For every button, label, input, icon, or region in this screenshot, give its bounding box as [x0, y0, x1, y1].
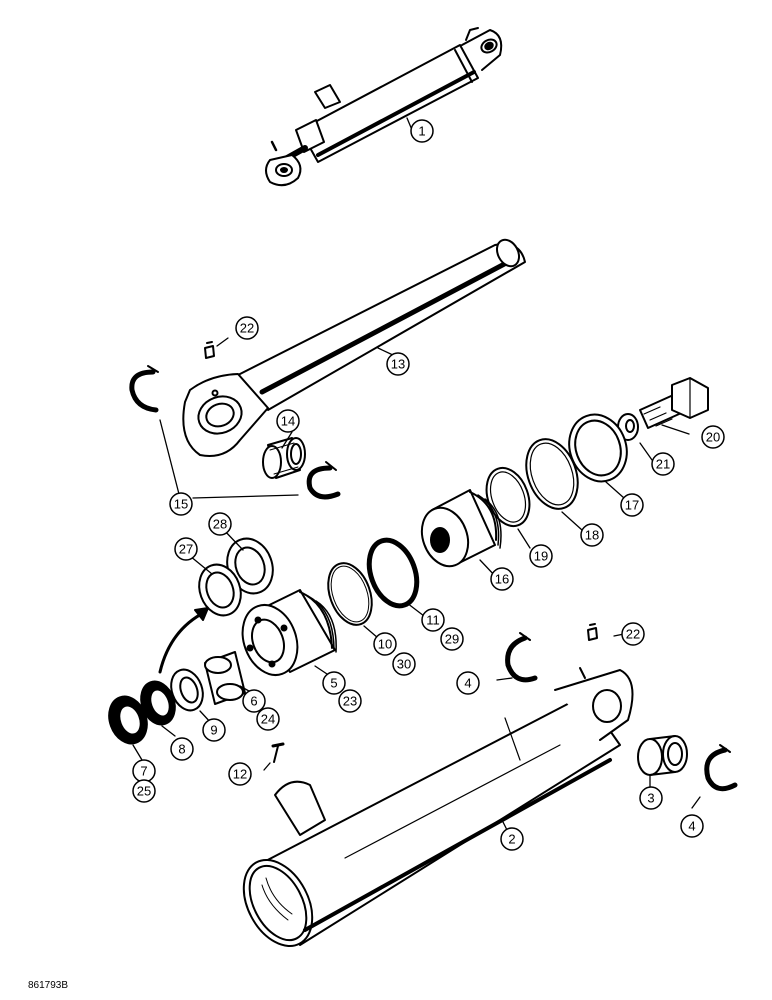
callout-circle-4b — [680, 814, 704, 838]
grease-fitting-upper — [204, 341, 215, 359]
callout-circle-28 — [208, 512, 232, 536]
callout-1: 1 — [418, 124, 425, 139]
callout-29: 29 — [445, 632, 459, 647]
callout-24: 24 — [261, 712, 275, 727]
ring-10 — [327, 562, 373, 626]
piston-rod-drawing — [182, 238, 526, 457]
seal-28 — [226, 537, 274, 595]
callout-22a: 22 — [240, 321, 254, 336]
callout-circle-27 — [174, 537, 198, 561]
figure-reference: 861793B — [28, 980, 68, 991]
bolt-drawing — [639, 377, 709, 429]
snap-ring-upper-left — [129, 365, 159, 413]
callout-18: 18 — [585, 528, 599, 543]
callout-circle-22b — [621, 622, 645, 646]
callout-circle-23 — [338, 689, 362, 713]
snap-ring-4-mid — [505, 632, 538, 683]
callout-27: 27 — [179, 542, 193, 557]
screw-12 — [271, 742, 285, 763]
bushing-6 — [204, 651, 246, 705]
callout-circle-25 — [132, 779, 156, 803]
ring-18 — [525, 438, 579, 510]
callout-circle-22a — [235, 316, 259, 340]
callout-14: 14 — [281, 414, 295, 429]
callout-circle-19 — [529, 544, 553, 568]
bushing-drawing — [262, 437, 306, 479]
callout-circle-24 — [256, 707, 280, 731]
callout-circle-12 — [228, 762, 252, 786]
callout-6: 6 — [250, 694, 257, 709]
callout-9: 9 — [210, 723, 217, 738]
callout-13: 13 — [391, 357, 405, 372]
callout-4a: 4 — [464, 676, 471, 691]
callout-circle-1 — [410, 119, 434, 143]
callout-20: 20 — [706, 430, 720, 445]
callout-circle-6 — [242, 689, 266, 713]
callout-circle-21 — [651, 452, 675, 476]
callout-2: 2 — [508, 832, 515, 847]
callout-circle-15 — [169, 492, 193, 516]
callout-circle-11 — [421, 608, 445, 632]
callout-15: 15 — [174, 497, 188, 512]
callout-circle-9 — [202, 718, 226, 742]
callout-circle-2 — [500, 827, 524, 851]
callout-circle-13 — [386, 352, 410, 376]
callout-25: 25 — [137, 784, 151, 799]
callout-circle-17 — [620, 493, 644, 517]
callout-4b: 4 — [688, 819, 695, 834]
piston-drawing — [420, 489, 502, 568]
callout-16: 16 — [495, 572, 509, 587]
callout-circle-3 — [639, 786, 663, 810]
callout-circle-5 — [322, 671, 346, 695]
cylinder-barrel-drawing — [242, 667, 634, 947]
assembled-cylinder-drawing — [265, 27, 503, 187]
callout-circle-29 — [440, 627, 464, 651]
callout-7: 7 — [140, 764, 147, 779]
callout-circle-10 — [373, 632, 397, 656]
callout-circle-20 — [701, 425, 725, 449]
callout-circle-16 — [490, 567, 514, 591]
callout-12: 12 — [233, 767, 247, 782]
callout-circle-14 — [276, 409, 300, 433]
grease-fitting-right — [587, 623, 598, 641]
callout-11: 11 — [426, 613, 440, 628]
callout-8: 8 — [178, 742, 185, 757]
o-ring-11 — [366, 537, 420, 609]
snap-ring-4-right — [704, 744, 738, 792]
callout-3: 3 — [647, 791, 654, 806]
callout-21: 21 — [656, 457, 670, 472]
snap-ring-rod — [306, 461, 341, 500]
callout-circle-4a — [456, 671, 480, 695]
callout-5: 5 — [330, 676, 337, 691]
callout-28: 28 — [213, 517, 227, 532]
callout-30: 30 — [397, 657, 411, 672]
callout-17: 17 — [625, 498, 639, 513]
callout-circle-8 — [170, 737, 194, 761]
callout-23: 23 — [343, 694, 357, 709]
wear-ring-17 — [568, 413, 628, 483]
cylinder-head-drawing — [241, 589, 337, 676]
bushing-3 — [637, 735, 688, 776]
callout-circle-30 — [392, 652, 416, 676]
assembly-arrow — [158, 607, 209, 674]
callout-10: 10 — [378, 637, 392, 652]
callout-19: 19 — [534, 549, 548, 564]
callout-22b: 22 — [626, 627, 640, 642]
seal-27 — [198, 563, 242, 617]
callout-circle-18 — [580, 523, 604, 547]
ring-19 — [485, 466, 531, 528]
wiper-7 — [108, 695, 148, 745]
